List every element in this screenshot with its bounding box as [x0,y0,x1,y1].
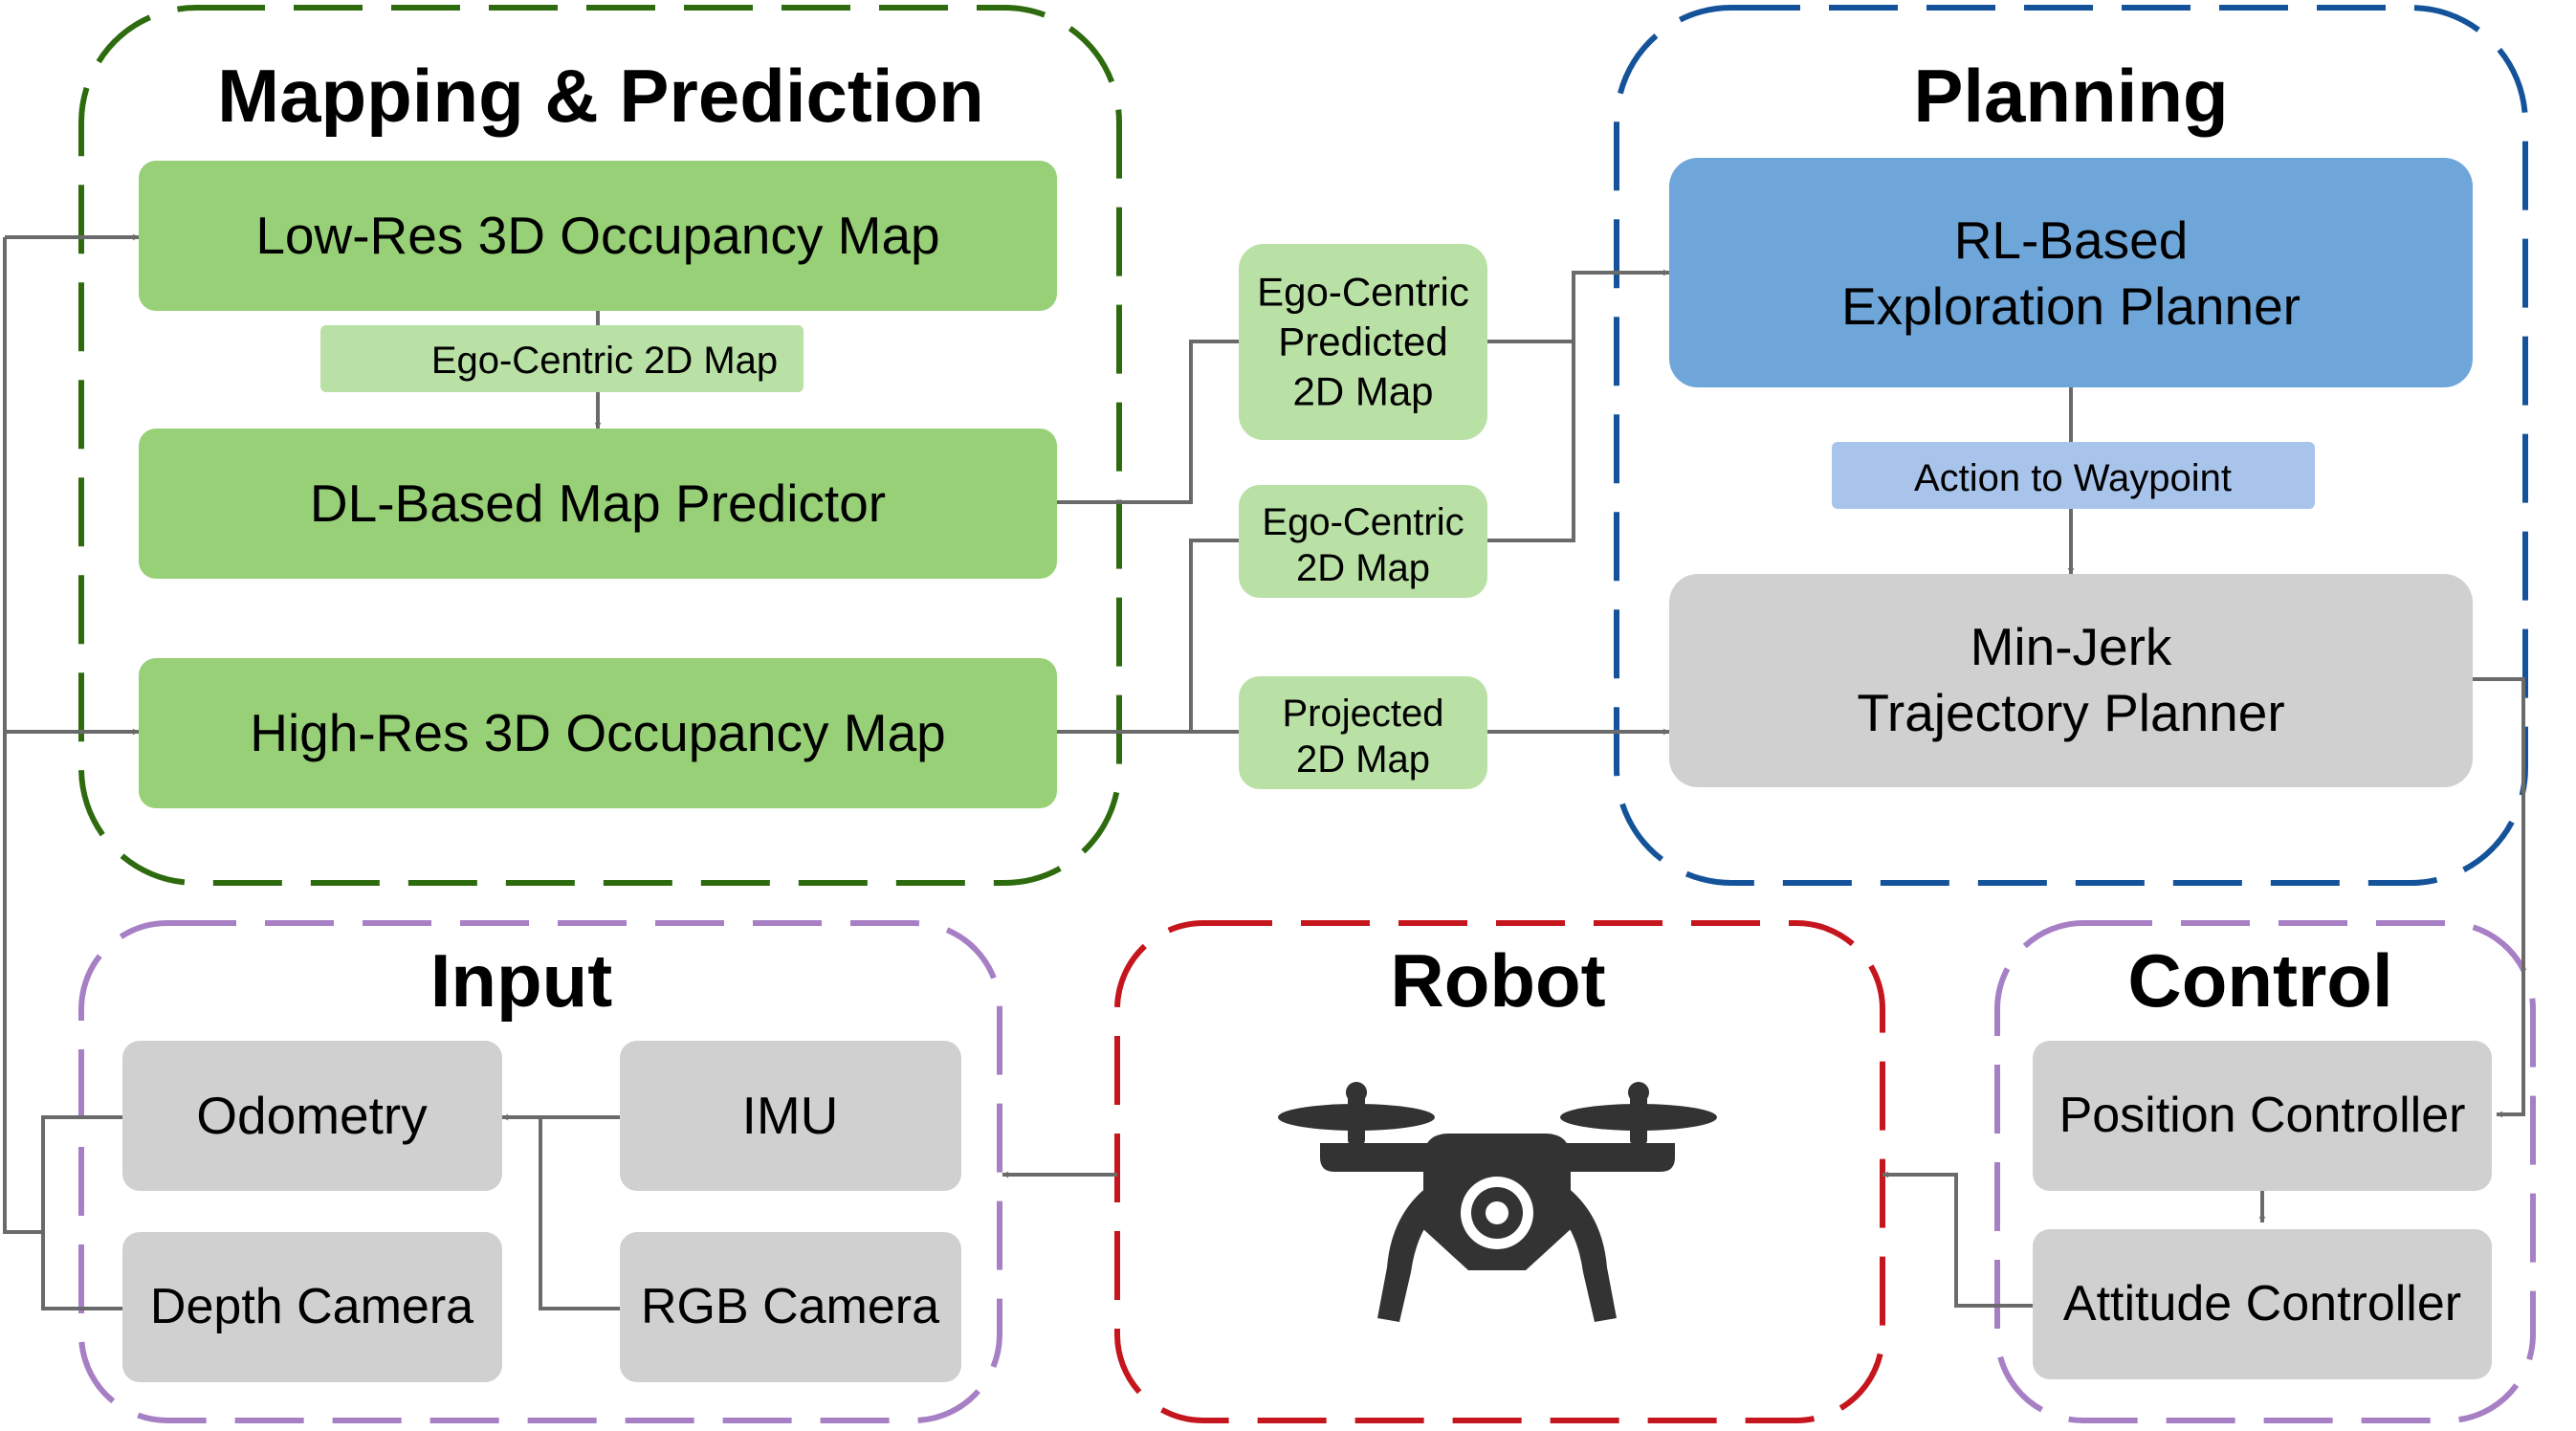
rl-planner-line1: RL-Based [1954,210,2189,270]
depth-camera-label: Depth Camera [150,1279,473,1334]
input-group [78,920,1002,1423]
ego-predicted-line2: Predicted [1278,319,1447,364]
ego-centric-predicted-2d-map-box: Ego-Centric Predicted 2D Map [1239,244,1487,440]
edge-attitude-to-robot [1882,1171,2033,1308]
edge-rgb-to-odometry [539,1117,620,1310]
ego-centric-2d-map-label-box: Ego-Centric 2D Map [320,325,804,392]
imu-node: IMU [620,1041,961,1191]
position-controller-node: Position Controller [2033,1041,2492,1191]
control-group [1994,920,2536,1423]
attitude-controller-label: Attitude Controller [2063,1276,2461,1332]
rgb-camera-label: RGB Camera [641,1279,939,1334]
edge-odometry-to-spine [41,1115,122,1310]
control-title: Control [2127,938,2392,1023]
low-res-3d-occupancy-map-label: Low-Res 3D Occupancy Map [255,206,939,265]
action-to-waypoint-label-box: Action to Waypoint [1832,442,2315,509]
ego-predicted-line1: Ego-Centric [1257,270,1469,315]
attitude-controller-node: Attitude Controller [2033,1229,2492,1379]
position-controller-label: Position Controller [2059,1088,2466,1143]
odometry-label: Odometry [196,1086,428,1145]
ego-predicted-line3: 2D Map [1292,369,1433,414]
dl-based-map-predictor-label: DL-Based Map Predictor [310,473,886,533]
input-title: Input [430,938,613,1023]
action-to-waypoint-label: Action to Waypoint [1914,457,2232,499]
ego-2d-line2: 2D Map [1296,547,1430,589]
ego-2d-line1: Ego-Centric [1262,501,1464,543]
rgb-camera-node: RGB Camera [620,1232,961,1382]
high-res-3d-occupancy-map-label: High-Res 3D Occupancy Map [250,703,946,762]
edge-input-to-mapping-spine [3,237,43,1234]
drone-icon [1278,1082,1717,1322]
low-res-3d-occupancy-map-node: Low-Res 3D Occupancy Map [139,161,1057,311]
min-jerk-trajectory-planner-node: Min-Jerk Trajectory Planner [1669,574,2473,787]
ego-centric-2d-map-box: Ego-Centric 2D Map [1239,485,1487,598]
projected-line1: Projected [1283,693,1444,735]
edge-minjerk-to-position-controller [2473,677,2525,1118]
high-res-3d-occupancy-map-node: High-Res 3D Occupancy Map [139,658,1057,808]
projected-line2: 2D Map [1296,738,1430,781]
imu-label: IMU [742,1086,839,1145]
mapping-prediction-title: Mapping & Prediction [217,54,984,138]
ego-centric-2d-map-label: Ego-Centric 2D Map [431,340,778,382]
rl-planner-line2: Exploration Planner [1841,276,2301,336]
min-jerk-line1: Min-Jerk [1971,617,2172,676]
depth-camera-node: Depth Camera [122,1232,502,1382]
rl-based-exploration-planner-node: RL-Based Exploration Planner [1669,158,2473,387]
robot-title: Robot [1390,938,1605,1023]
odometry-node: Odometry [122,1041,502,1191]
min-jerk-line2: Trajectory Planner [1857,683,2284,742]
planning-group [1614,5,2528,886]
projected-2d-map-box: Projected 2D Map [1239,676,1487,789]
mapping-prediction-group [78,5,1122,886]
planning-title: Planning [1913,54,2228,138]
dl-based-map-predictor-node: DL-Based Map Predictor [139,429,1057,579]
